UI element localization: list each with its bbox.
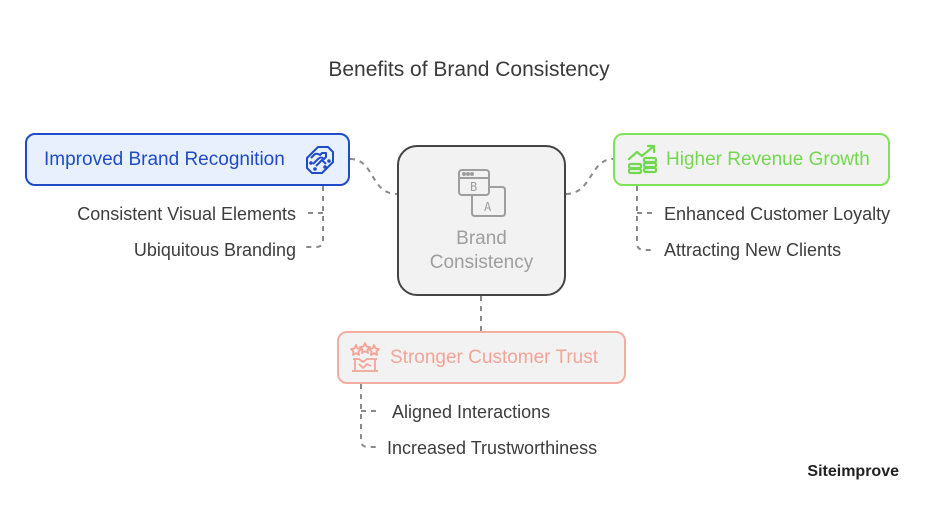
sub-item-enhanced-customer-loyalty: Enhanced Customer Loyalty [664,204,891,224]
sub-item-consistent-visual-elements: Consistent Visual Elements [77,204,296,224]
connector-right-items [636,186,655,251]
branch-label: Higher Revenue Growth [666,148,870,170]
sub-item-aligned-interactions: Aligned Interactions [392,402,551,422]
branch-label: Improved Brand Recognition [44,148,285,170]
connector-center-left [349,158,398,195]
sub-item-attracting-new-clients: Attracting New Clients [664,240,842,260]
siteimprove-watermark: Siteimprove [807,463,899,480]
connector-bottom-items [360,384,381,448]
branch-node-customer-trust: Stronger Customer Trust [337,331,626,384]
sub-item-increased-trustworthiness: Increased Trustworthiness [387,438,598,458]
center-label-line1: Brand [456,228,507,249]
stars-handshake-icon [349,342,381,379]
revenue-growth-coins-icon [627,144,659,181]
center-label: Brand Consistency [399,227,564,275]
browser-ab-test-icon: B A [458,169,506,222]
branch-node-revenue-growth: Higher Revenue Growth [613,133,890,186]
center-label-line2: Consistency [429,252,534,273]
connector-left-items [305,186,324,248]
letter-a: A [484,200,492,214]
diagram-title: Benefits of Brand Consistency [328,58,610,81]
brand-tag-arrow-icon [304,144,336,181]
connector-center-right [565,158,614,195]
branch-label: Stronger Customer Trust [390,346,599,368]
letter-b: B [470,180,477,194]
branch-node-brand-recognition: Improved Brand Recognition [25,133,350,186]
sub-item-ubiquitous-branding: Ubiquitous Branding [133,240,296,260]
center-node-brand-consistency: B A Brand Consistency [397,145,566,296]
